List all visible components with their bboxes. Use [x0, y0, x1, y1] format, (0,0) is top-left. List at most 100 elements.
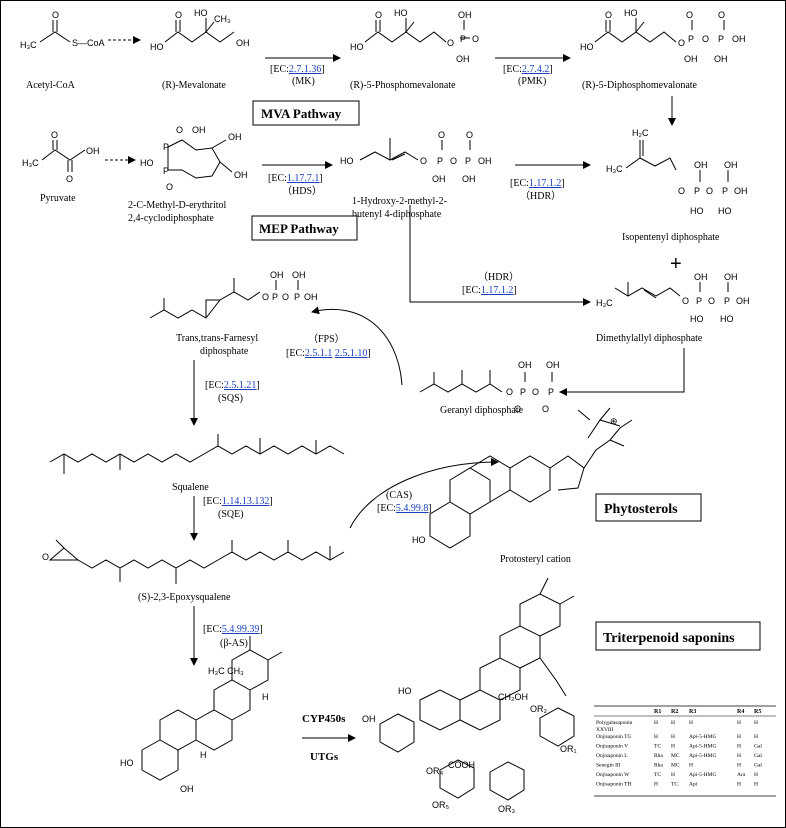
arrow-fps: [311, 306, 403, 386]
table-cell-r5: Gal: [754, 763, 762, 769]
pmev-o: O: [375, 10, 382, 20]
sqs-name: (SQS): [218, 393, 243, 404]
arrow-hdr-dmapp: [409, 205, 591, 306]
pyruvate-structure: [41, 140, 86, 172]
mecpp-o1: O: [176, 125, 183, 135]
arrow-cas: [349, 458, 499, 529]
dmapp-ho2: HO: [720, 314, 734, 324]
dpmev-o2: O: [678, 38, 685, 48]
dpmev-ho2: HO: [624, 8, 638, 18]
ipp-oh3: OH: [724, 160, 738, 170]
fpp-oh: OH: [304, 292, 318, 302]
table-cell-r3: Api-5-HMG: [689, 753, 717, 759]
sqe-ec: [EC:1.14.13.132]: [203, 496, 273, 507]
mk-ec: [EC:2.7.1.36]: [270, 64, 325, 75]
phosphomevalonate-label: (R)-5-Phosphomevalonate: [350, 80, 456, 91]
dmapp-label: Dimethylallyl diphosphate: [596, 333, 703, 344]
bas-name: (β-AS): [220, 638, 248, 649]
bamyrin-h1: H: [200, 750, 207, 760]
gpp-oh1: OH: [518, 360, 532, 370]
table-cell-r5: Gal: [754, 744, 762, 750]
table-cell-r4: H: [737, 744, 741, 750]
sqe-name: (SQE): [218, 509, 244, 520]
dmapp-oh: OH: [736, 296, 750, 306]
arrow-dmapp-gpp: [559, 348, 685, 396]
ipp-oh2: OH: [694, 160, 708, 170]
table-cell-r3: H: [689, 763, 693, 769]
gpp-oh2: OH: [546, 360, 560, 370]
table-cell-r5: H: [754, 782, 758, 788]
mecpp-ho: HO: [140, 158, 154, 168]
pyruvate-oh: OH: [86, 146, 100, 156]
triterpenoid-saponins-label: Triterpenoid saponins: [603, 631, 735, 646]
hmbpp-label-2: butenyl 4-diphosphate: [352, 209, 442, 220]
table-cell-compound: Onjisaponin V: [596, 744, 628, 750]
triterpenoid-saponins-box: Triterpenoid saponins: [595, 621, 761, 651]
table-cell-r3: Api: [689, 782, 698, 788]
mevalonate-structure: [164, 18, 235, 43]
saponin-table: R1 R2 R3 R4 R5: [594, 705, 776, 797]
saponin-or4: OR₄: [426, 766, 444, 776]
sqs-ec: [EC:2.5.1.21]: [205, 380, 260, 391]
ipp-label: Isopentenyl diphosphate: [622, 232, 720, 243]
dpmev-o: O: [605, 10, 612, 20]
saponin-structure: [379, 577, 575, 801]
mecpp-label-1: 2-C-Methyl-D-erythritol: [128, 200, 227, 211]
table-header-r4: R4: [737, 709, 744, 715]
table-cell-r2: H: [671, 744, 675, 750]
pmev-o3: O: [472, 34, 479, 44]
dpmev-p1: P: [688, 34, 694, 44]
gpp-o4: O: [542, 404, 549, 414]
saponin-sugar-oh: OH: [362, 714, 376, 724]
saponin-or5: OR₅: [432, 800, 450, 810]
saponin-or3: OR₃: [498, 804, 516, 814]
ipp-ho2: HO: [718, 206, 732, 216]
hmbpp-structure: [359, 138, 471, 161]
table-cell-r4: H: [737, 734, 741, 740]
hmbpp-ho: HO: [340, 156, 354, 166]
dmapp-oh3: OH: [724, 272, 738, 282]
gpp-p2: P: [548, 387, 554, 397]
table-cell-r5: H: [754, 734, 758, 740]
dpmev-p2: P: [718, 34, 724, 44]
mecpp-oh1: OH: [192, 125, 206, 135]
dpmev-o5: O: [718, 10, 725, 20]
cyp450s-label: CYP450s: [302, 713, 346, 725]
pyruvate-o2: O: [66, 174, 73, 184]
gpp-o1: O: [506, 387, 513, 397]
table-cell-r2: MC: [671, 753, 680, 759]
ipp-oh: OH: [734, 186, 748, 196]
hdr2-name: （HDR）: [478, 271, 519, 283]
fps-name: （FPS）: [308, 333, 345, 345]
hmbpp-o1: O: [420, 156, 427, 166]
table-cell-r4: H: [737, 720, 741, 726]
fpp-structure: [149, 278, 299, 319]
pmev-p: P: [460, 34, 466, 44]
ipp-o1: O: [678, 186, 685, 196]
mecpp-o2: O: [166, 182, 173, 192]
dmapp-p2: P: [724, 296, 730, 306]
fpp-o1: O: [262, 292, 269, 302]
dmapp-o2: O: [708, 296, 715, 306]
acetyl-coa-label: Acetyl-CoA: [26, 80, 76, 91]
table-cell-r1: H: [654, 734, 658, 740]
table-cell-r4: H: [737, 763, 741, 769]
mk-name: (MK): [292, 76, 315, 87]
table-cell-compound: Onjisaponin TG: [596, 734, 632, 740]
table-cell-r5: H: [754, 772, 758, 778]
table-cell-r2: MC: [671, 763, 680, 769]
pyruvate-o: O: [51, 130, 58, 140]
pmev-ho: HO: [350, 42, 364, 52]
mevalonate-label: (R)-Mevalonate: [162, 80, 226, 91]
bamyrin-oh: OH: [180, 784, 194, 794]
dmapp-ho: HO: [690, 314, 704, 324]
table-cell-r2: H: [671, 720, 675, 726]
pyruvate-label: Pyruvate: [40, 193, 76, 204]
dpmev-o3: O: [686, 10, 693, 20]
ipp-ho: HO: [690, 206, 704, 216]
mevalonate-ho2: HO: [194, 8, 208, 18]
table-cell-r1: TC: [654, 744, 661, 750]
protosteryl-cation: ⊕: [610, 416, 618, 426]
beta-amyrin-structure: [141, 636, 283, 781]
